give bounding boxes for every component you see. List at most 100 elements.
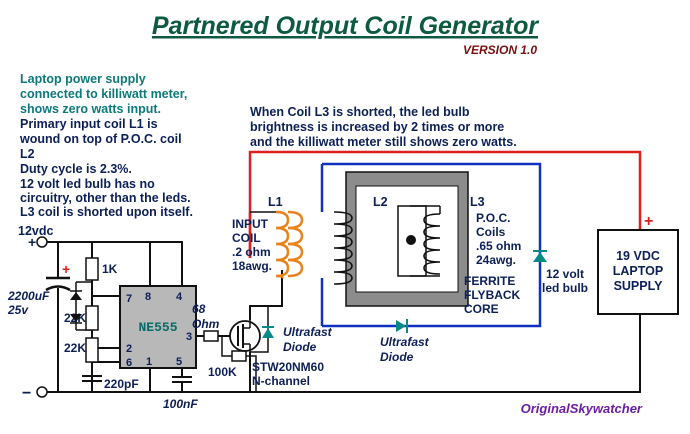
ferrite-label: FERRITE FLYBACK CORE — [464, 274, 521, 316]
c220-label: 220pF — [104, 377, 139, 391]
l1-input-coil — [275, 210, 304, 279]
led-diode-icon — [533, 252, 547, 262]
ferrite-line: FLYBACK — [464, 288, 521, 302]
note-teal-line: shows zero watts input. — [20, 102, 161, 116]
version-label: VERSION 1.0 — [463, 43, 537, 57]
notes-teal: Laptop power supply connected to killiwa… — [20, 72, 187, 116]
uf-diode-label: Ultrafast — [283, 325, 333, 339]
ground-wire — [42, 314, 641, 393]
supply-negative-terminal: − — [22, 385, 48, 402]
r68-label: Ohm — [192, 317, 220, 331]
note-line: Primary input coil L1 is — [20, 117, 158, 131]
note-teal-line: Laptop power supply — [20, 72, 146, 86]
timing-diode-icon — [70, 292, 82, 300]
ic-pin-number: 6 — [126, 357, 132, 369]
r100k-wire — [221, 336, 232, 357]
poc-line: 24awg. — [476, 253, 516, 267]
note-line: circuitry, other than the leds. — [20, 191, 191, 205]
resistor-1k-icon — [85, 257, 99, 281]
drain-wire — [249, 270, 283, 320]
input-coil-line: COIL — [232, 231, 261, 245]
input-coil-line: INPUT — [232, 217, 269, 231]
diagram-title: Partnered Output Coil Generator — [152, 12, 539, 40]
blue-output-loop — [322, 162, 542, 328]
notes-main: Primary input coil L1 is wound on top of… — [19, 117, 193, 219]
r1k-label: 1K — [102, 262, 118, 276]
r100k-label: 100K — [208, 365, 237, 379]
l2-label: L2 — [373, 195, 388, 209]
input-coil-line: .2 ohm — [232, 245, 271, 259]
ic-pin-number: 5 — [176, 356, 182, 368]
note-line: L3 coil is shorted upon itself. — [20, 205, 193, 219]
l3-junction-dot — [406, 235, 416, 245]
terminal-plus-icon — [36, 236, 48, 248]
mosfet-label: N-channel — [252, 374, 310, 388]
ic-pin-number: 1 — [146, 356, 152, 368]
terminal-plus-sign: + — [28, 234, 36, 250]
credit-label: OriginalSkywatcher — [521, 401, 643, 416]
mosfet-label: STW20NM60 — [252, 360, 324, 374]
ferrite-line: CORE — [464, 302, 499, 316]
mosfet — [229, 320, 261, 352]
resistor-22k-a-icon — [85, 305, 99, 331]
ic-pin-number: 3 — [186, 331, 192, 343]
note-line: Duty cycle is 2.3%. — [20, 162, 132, 176]
mosfet-circle-icon — [229, 320, 261, 352]
capacitor-2200uf: + 2200uF 25v — [7, 261, 71, 317]
red-positive-wire — [248, 150, 642, 258]
terminal-minus-icon — [36, 386, 48, 398]
timing-diode-icon — [70, 314, 82, 322]
ic-pin-number: 4 — [176, 291, 183, 303]
note-line: L2 — [20, 147, 35, 161]
poc-line: P.O.C. — [476, 211, 510, 225]
ic-label: NE555 — [138, 320, 177, 335]
l1-label: L1 — [268, 195, 283, 209]
laptop-line: SUPPLY — [614, 279, 664, 293]
uf-diode-bottom-label: Diode — [380, 350, 414, 364]
poc-line: .65 ohm — [476, 239, 521, 253]
input-coil-label: INPUT COIL .2 ohm 18awg. — [232, 217, 272, 273]
cap-plus-sign: + — [62, 261, 70, 277]
cap-volt-label: 25v — [7, 303, 29, 317]
laptop-line: LAPTOP — [613, 264, 663, 278]
ic-body — [119, 285, 197, 369]
note-line: wound on top of P.O.C. coil — [19, 132, 182, 146]
resistor-68-icon — [203, 330, 219, 342]
supply-volt-label: 12vdc — [18, 224, 53, 238]
input-coil-line: 18awg. — [232, 259, 272, 273]
shorted-note: When Coil L3 is shorted, the led bulb br… — [250, 105, 517, 149]
uf-diode-bottom-label: Ultrafast — [380, 335, 430, 349]
l1-coil-icon — [275, 210, 290, 279]
ultrafast-diode-bottom-icon — [396, 320, 406, 332]
l1-coil-back-icon — [287, 210, 304, 278]
cap-value-label: 2200uF — [7, 289, 50, 303]
c100-label: 100nF — [163, 397, 198, 411]
ultrafast-diode-icon — [262, 328, 274, 338]
resistor-100k-icon — [231, 350, 247, 362]
terminal-minus-sign: − — [22, 385, 31, 402]
led-label: led bulb — [542, 281, 588, 295]
note-line: 12 volt led bulb has no — [20, 177, 155, 191]
laptop-line: 19 VDC — [616, 249, 660, 263]
l3-label: L3 — [470, 195, 485, 209]
l3-coil-icon — [423, 213, 441, 275]
r22k-b-label: 22K — [64, 341, 86, 355]
ic-pin-number: 7 — [126, 293, 132, 305]
shorted-note-line: When Coil L3 is shorted, the led bulb — [250, 105, 470, 119]
ic-pin-number: 8 — [145, 291, 151, 303]
note-teal-line: connected to killiwatt meter, — [20, 87, 187, 101]
ne555-chip: NE555 7 8 4 2 6 1 5 3 — [119, 285, 197, 369]
led-label: 12 volt — [546, 267, 584, 281]
shorted-note-line: brightness is increased by 2 times or mo… — [250, 120, 504, 134]
r68-label: 68 — [192, 302, 206, 316]
poc-coils-label: P.O.C. Coils .65 ohm 24awg. — [476, 211, 521, 267]
laptop-plus-sign: + — [644, 213, 653, 230]
shorted-note-line: and the killiwatt meter still shows zero… — [250, 135, 517, 149]
cap-curved-plate-icon — [45, 285, 71, 292]
poc-line: Coils — [476, 225, 506, 239]
laptop-supply-box — [597, 229, 679, 315]
uf-diode-wire — [250, 306, 269, 353]
uf-diode-label: Diode — [283, 340, 317, 354]
l2-coil-icon — [333, 211, 353, 285]
